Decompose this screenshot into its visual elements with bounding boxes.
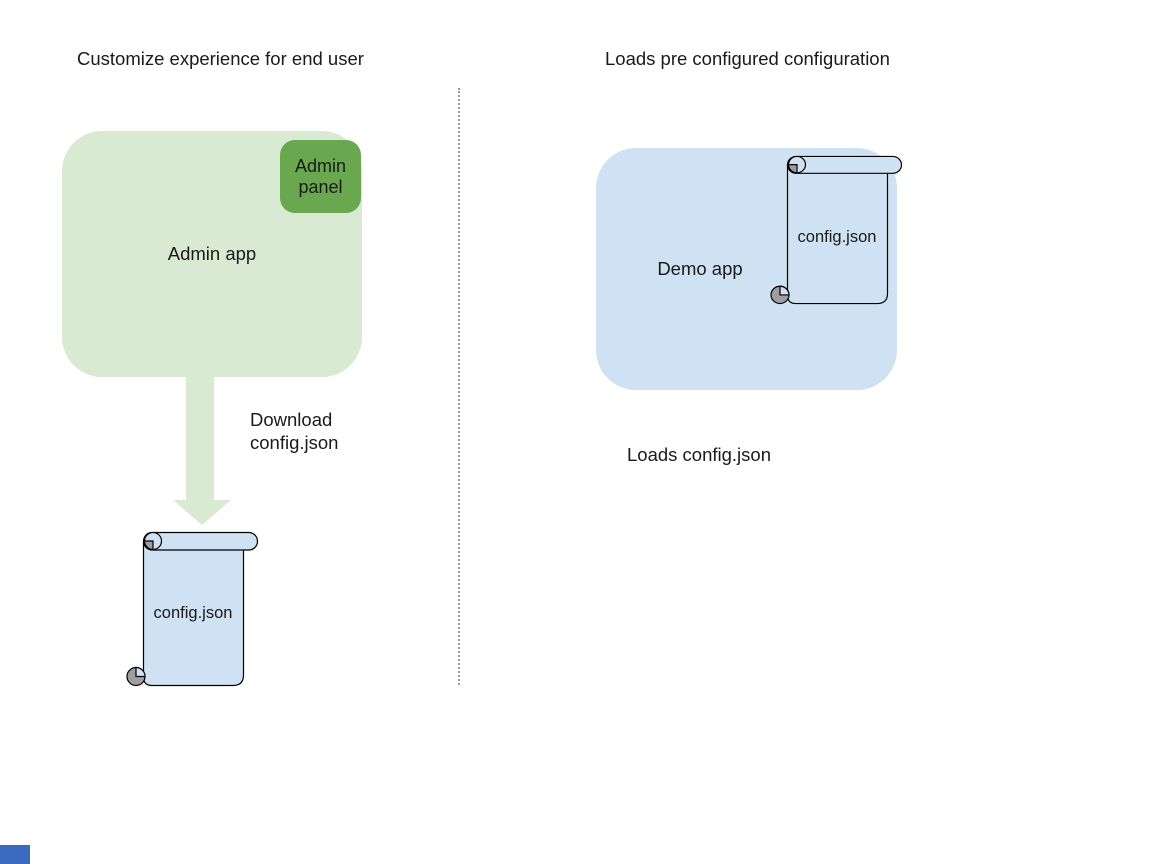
download-arrow-label-line2: config.json: [250, 432, 339, 453]
download-arrow-label-line1: Download: [250, 409, 333, 430]
right-section-title: Loads pre configured configuration: [605, 48, 890, 69]
corner-marker: [0, 845, 30, 864]
section-divider-dotted-line: [458, 88, 460, 685]
config-file-label-demo: config.json: [797, 228, 877, 246]
left-section-title: Customize experience for end user: [77, 48, 364, 69]
admin-app-label: Admin app: [167, 243, 257, 264]
demo-app-label-wrap: Demo app: [596, 148, 804, 390]
demo-app-label: Demo app: [657, 258, 743, 279]
download-arrow-label: Download config.json: [250, 408, 338, 454]
download-arrow: [173, 377, 231, 525]
loads-config-caption: Loads config.json: [627, 444, 771, 465]
config-file-label-left: config.json: [153, 604, 233, 622]
admin-panel-shape: Admin panel: [280, 140, 361, 213]
admin-panel-label: Admin panel: [294, 155, 347, 197]
